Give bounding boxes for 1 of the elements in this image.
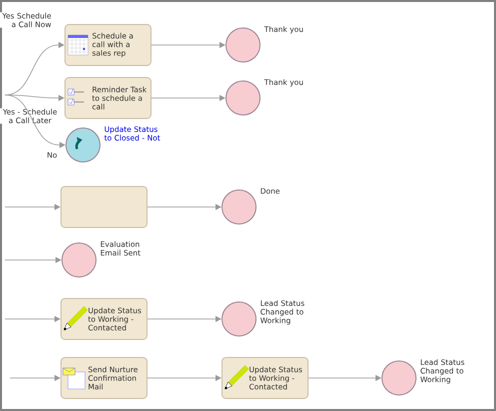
- task-box: [60, 186, 148, 228]
